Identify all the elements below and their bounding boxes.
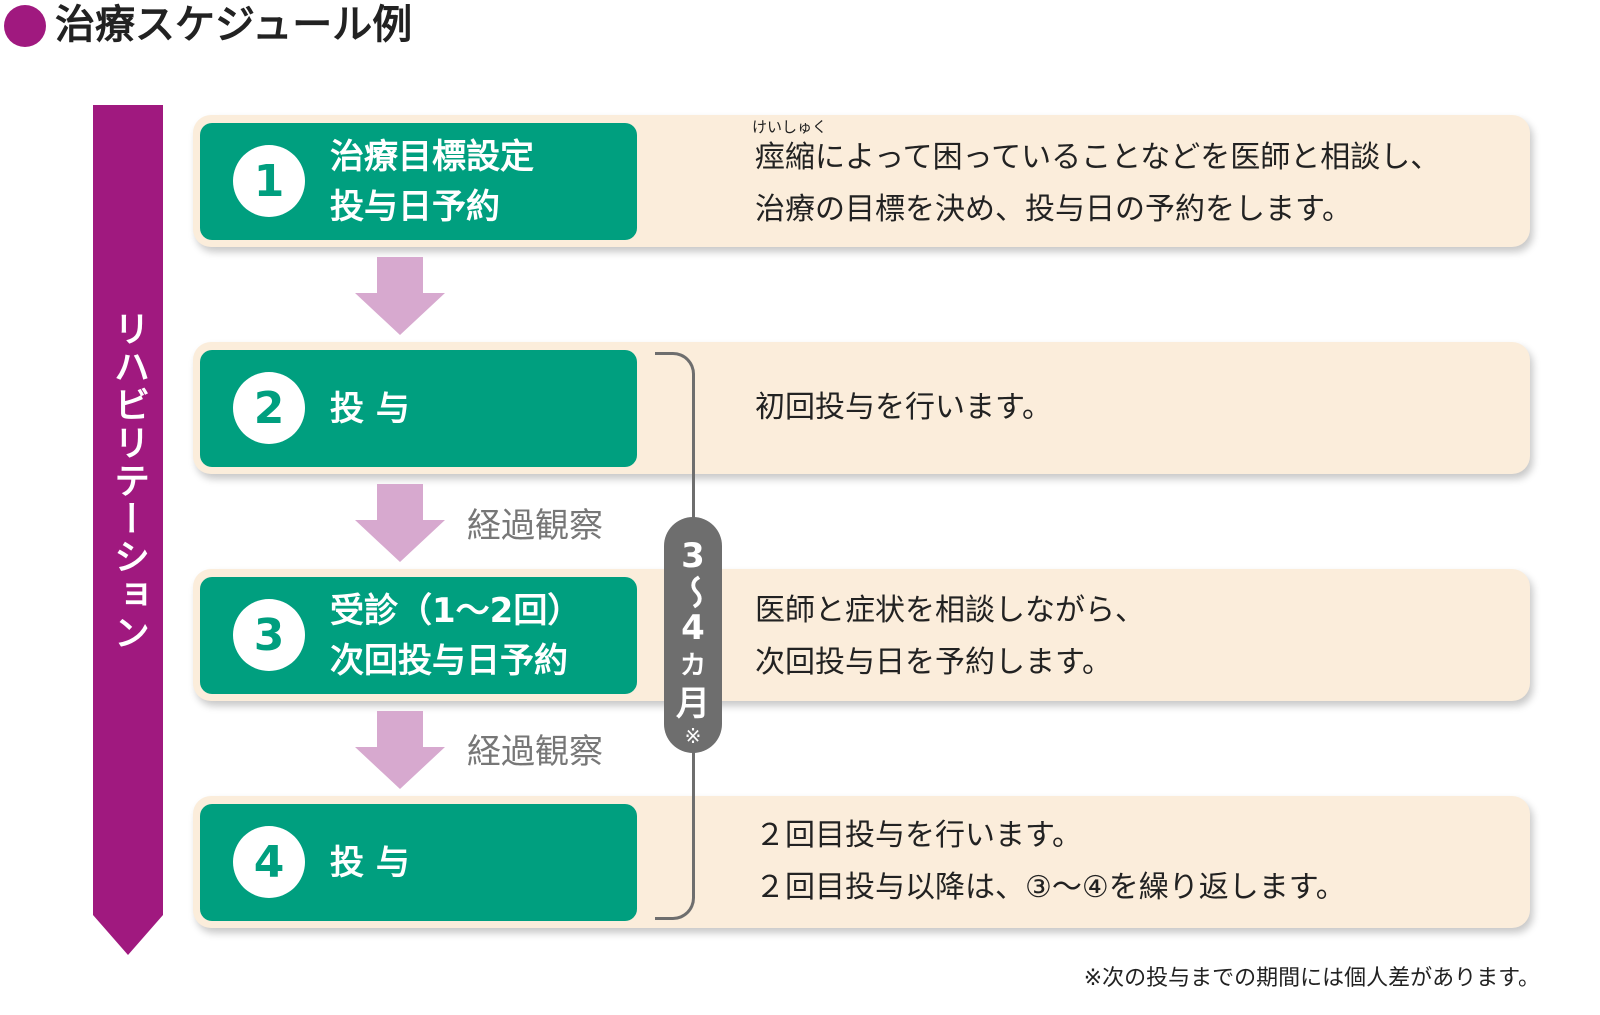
period-note: ※: [684, 724, 702, 748]
title-bullet-icon: [4, 5, 46, 47]
step-label: 投与日予約: [330, 186, 500, 227]
step-number: 4: [233, 826, 305, 898]
step-label: 治療目標設定: [330, 136, 534, 177]
rehabilitation-label: リハビリテーション: [108, 310, 149, 652]
period-text: 月: [676, 684, 710, 724]
step-number: 1: [233, 145, 305, 217]
period-text: カ: [679, 651, 706, 681]
step-1-description: 痙縮によって困っていることなどを医師と相談し、治療の目標を決め、投与日の予約をし…: [755, 132, 1440, 236]
down-arrow-icon: [355, 484, 445, 562]
rehabilitation-arrow: [93, 105, 163, 955]
desc-line: ２回目投与以降は、③〜④を繰り返します。: [755, 870, 1346, 905]
desc-line: ２回目投与を行います。: [755, 818, 1082, 853]
observation-label: 経過観察: [467, 732, 603, 772]
page-title: 治療スケジュール例: [55, 2, 413, 48]
observation-label: 経過観察: [467, 506, 603, 546]
step-number: 2: [233, 372, 305, 444]
step-4-description: ２回目投与を行います。 ２回目投与以降は、③〜④を繰り返します。: [755, 810, 1346, 914]
step-3-description: 医師と症状を相談しながら、次回投与日を予約します。: [755, 585, 1145, 689]
desc-line: 痙縮によって困っていることなどを医師と相談し、: [755, 140, 1441, 175]
period-text: 3: [681, 536, 705, 576]
step-1-box: 1 治療目標設定投与日予約: [200, 123, 637, 240]
step-label: 受診（1〜2回）: [330, 590, 582, 631]
step-label: 次回投与日予約: [330, 640, 568, 681]
step-2-box: 2 投 与: [200, 350, 637, 467]
period-text: 4: [681, 608, 705, 648]
desc-line: 治療の目標を決め、投与日の予約をします。: [755, 192, 1352, 227]
footnote: ※次の投与までの期間には個人差があります。: [1083, 966, 1540, 991]
desc-line: 次回投与日を予約します。: [755, 645, 1112, 680]
down-arrow-icon: [355, 711, 445, 789]
step-label: 投 与: [330, 842, 410, 883]
step-3-box: 3 受診（1〜2回） 次回投与日予約: [200, 577, 637, 694]
step-label: 投 与: [330, 388, 410, 429]
ruby-annotation: けいしゅく: [752, 118, 828, 136]
desc-line: 初回投与を行います。: [755, 390, 1052, 425]
desc-line: 医師と症状を相談しながら、: [755, 593, 1145, 628]
down-arrow-icon: [355, 257, 445, 335]
step-number: 3: [233, 599, 305, 671]
period-badge: 3 〜 4 カ 月 ※: [664, 517, 722, 753]
step-4-box: 4 投 与: [200, 804, 637, 921]
step-2-description: 初回投与を行います。: [755, 382, 1052, 434]
period-text: 〜: [673, 575, 713, 609]
